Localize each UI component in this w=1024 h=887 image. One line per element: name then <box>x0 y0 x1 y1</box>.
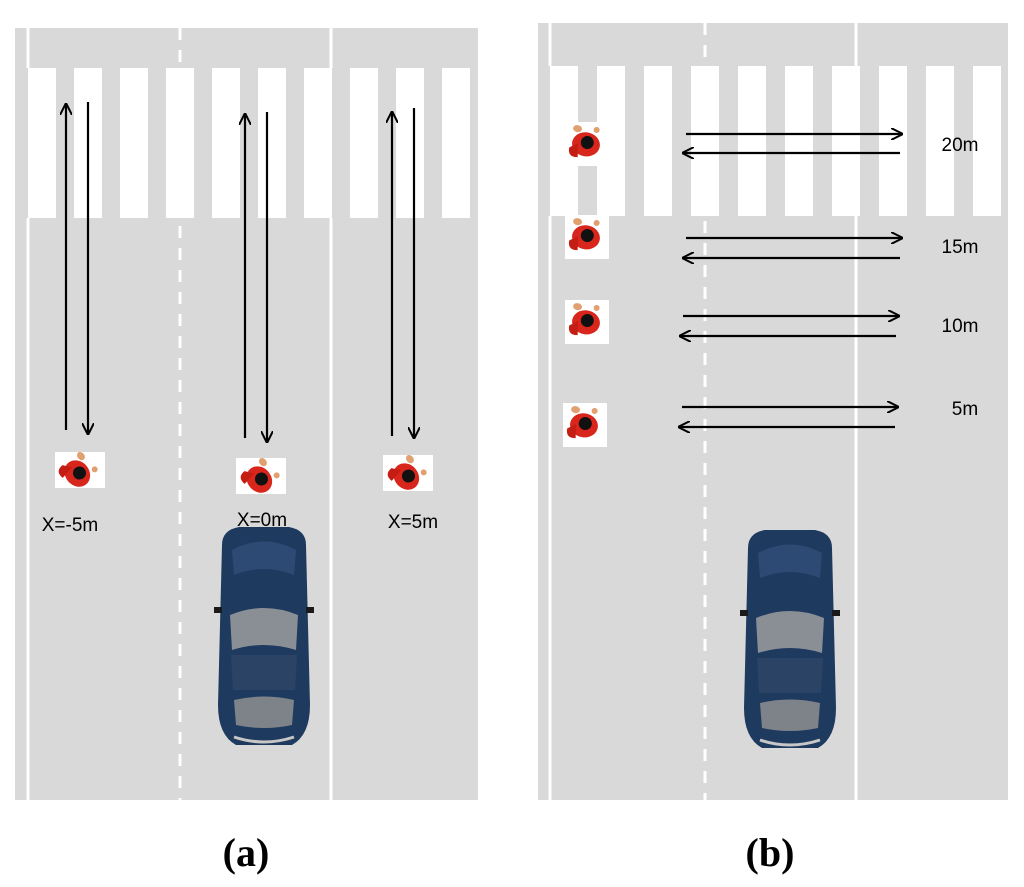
zebra-stripe <box>396 68 424 218</box>
zebra-stripe <box>879 66 907 216</box>
zebra-stripe <box>926 66 954 216</box>
panel-caption-b: (b) <box>746 830 795 875</box>
panel-b: 20m 15m 10m 5m (b) <box>538 23 1008 875</box>
panel-caption-a: (a) <box>223 830 270 875</box>
zebra-stripe <box>442 68 470 218</box>
zebra-stripe <box>832 66 860 216</box>
zebra-stripe <box>212 68 240 218</box>
zebra-stripe <box>973 66 1001 216</box>
position-label: X=0m <box>237 510 287 531</box>
zebra-stripe <box>738 66 766 216</box>
panel-a: X=-5m X=0m X=5m (a) <box>15 28 478 875</box>
zebra-stripe <box>258 68 286 218</box>
distance-label: 20m <box>942 135 979 156</box>
car-icon <box>738 528 842 750</box>
distance-label: 5m <box>952 399 978 420</box>
zebra-crossing <box>538 66 1008 216</box>
zebra-stripe <box>28 68 56 218</box>
position-label: X=-5m <box>42 515 99 536</box>
zebra-stripe <box>644 66 672 216</box>
zebra-stripe <box>691 66 719 216</box>
zebra-stripe <box>166 68 194 218</box>
car-icon <box>212 525 316 747</box>
zebra-stripe <box>120 68 148 218</box>
distance-label: 15m <box>942 237 979 258</box>
zebra-crossing <box>15 68 478 218</box>
position-label: X=5m <box>388 512 438 533</box>
zebra-stripe <box>304 68 332 218</box>
distance-label: 10m <box>942 316 979 337</box>
zebra-stripe <box>350 68 378 218</box>
zebra-stripe <box>785 66 813 216</box>
